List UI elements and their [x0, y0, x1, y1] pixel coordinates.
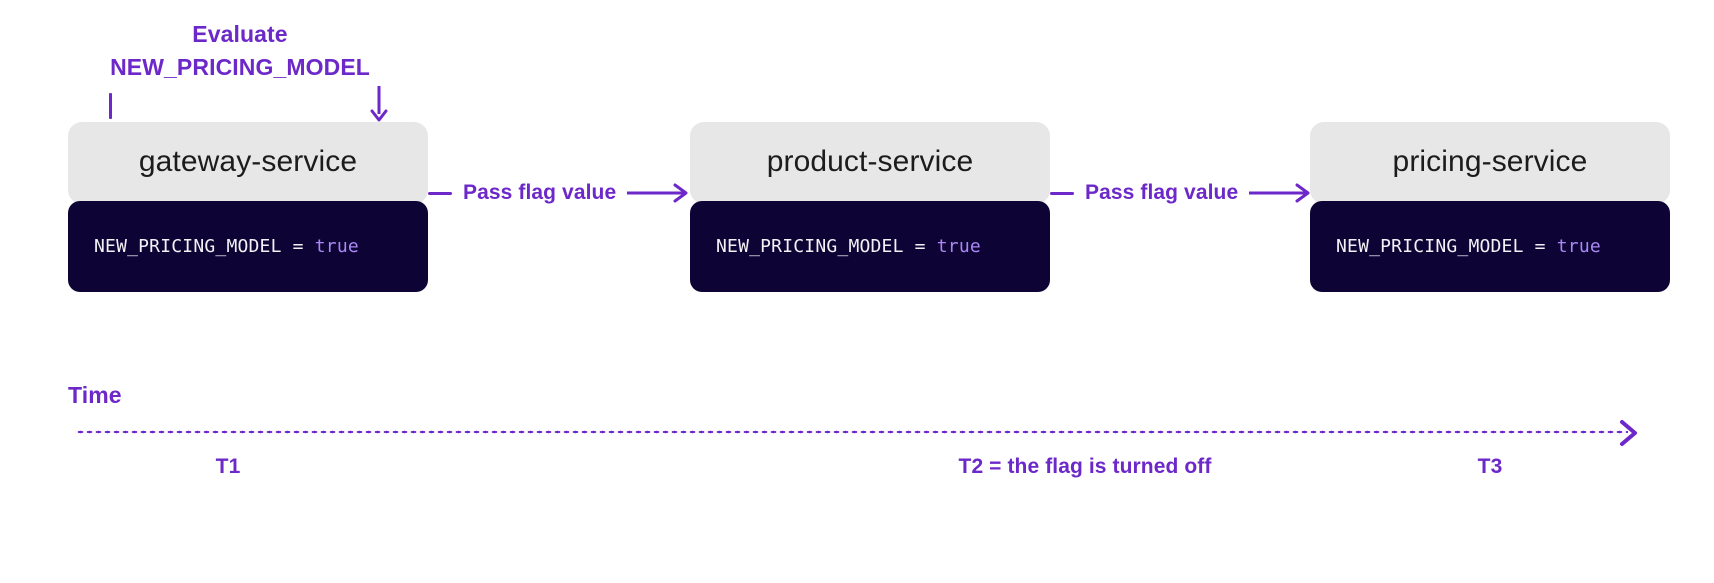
service-flag-code-line: NEW_PRICING_MODEL = true — [1310, 236, 1601, 257]
arrow-right-icon — [1616, 418, 1646, 448]
service-card-title: pricing-service — [1392, 144, 1588, 178]
evaluate-annotation-line2: NEW_PRICING_MODEL — [110, 53, 370, 80]
flag-key: NEW_PRICING_MODEL — [716, 236, 904, 257]
timeline-axis-label: Time — [68, 382, 122, 408]
arrow-right-icon — [627, 182, 689, 204]
timeline-mark-t1: T1 — [215, 455, 241, 478]
service-flag-code-line: NEW_PRICING_MODEL = true — [68, 236, 359, 257]
service-flag-code-block: NEW_PRICING_MODEL = true — [690, 201, 1050, 292]
flag-operator: = — [903, 236, 937, 257]
evaluate-annotation-line1: Evaluate — [192, 21, 288, 47]
evaluate-tick-mark — [109, 93, 112, 119]
flag-value: true — [936, 236, 981, 257]
connector-label: Pass flag value — [463, 181, 617, 204]
service-flag-code-block: NEW_PRICING_MODEL = true — [1310, 201, 1670, 292]
arrow-right-icon — [1249, 182, 1311, 204]
timeline-dotted-axis — [76, 430, 1628, 434]
service-card-title: gateway-service — [138, 144, 358, 178]
evaluate-annotation: Evaluate NEW_PRICING_MODEL — [60, 18, 420, 83]
flag-value: true — [1556, 236, 1601, 257]
flag-operator: = — [281, 236, 315, 257]
arrow-down-icon — [370, 86, 388, 122]
service-flag-code-block: NEW_PRICING_MODEL = true — [68, 201, 428, 292]
flag-operator: = — [1523, 236, 1557, 257]
connector-label: Pass flag value — [1085, 181, 1239, 204]
service-card-header: gateway-service — [68, 122, 428, 204]
service-flag-code-line: NEW_PRICING_MODEL = true — [690, 236, 981, 257]
flag-key: NEW_PRICING_MODEL — [94, 236, 282, 257]
service-card-header: product-service — [690, 122, 1050, 204]
service-card-title: product-service — [766, 144, 974, 178]
connector-stub — [428, 191, 452, 195]
timeline-mark-t3: T3 — [1477, 455, 1503, 478]
connector-product-to-pricing: Pass flag value — [1050, 176, 1311, 210]
service-card-header: pricing-service — [1310, 122, 1670, 204]
connector-stub — [1050, 191, 1074, 195]
flag-key: NEW_PRICING_MODEL — [1336, 236, 1524, 257]
timeline-mark-t2: T2 = the flag is turned off — [958, 455, 1212, 478]
connector-gateway-to-product: Pass flag value — [428, 176, 689, 210]
flag-value: true — [314, 236, 359, 257]
